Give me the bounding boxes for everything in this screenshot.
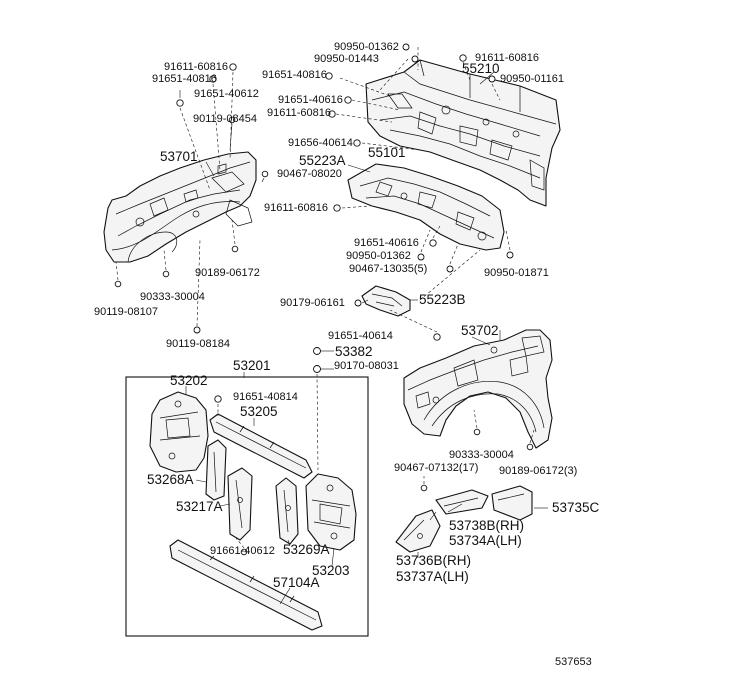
label-90950-01443: 90950-01443 (314, 53, 379, 65)
fasteners (114, 43, 534, 556)
fender-apron-left (103, 151, 257, 263)
label-91651-40612-a: 91651-40612 (194, 88, 259, 100)
label-53736B-rh: 53736B(RH) (396, 553, 472, 568)
label-91611-60816-a: 91611-60816 (164, 61, 229, 73)
label-91651-40816-b: 91651-40816 (262, 69, 327, 81)
label-90950-01362-a: 90950-01362 (334, 41, 399, 53)
label-90179-06161: 90179-06161 (280, 297, 345, 309)
bracket-53269A (275, 477, 299, 545)
label-53268A: 53268A (147, 472, 194, 487)
label-91651-40614: 91651-40614 (328, 330, 393, 342)
label-90119-08454: 90119-08454 (193, 113, 258, 125)
label-55210: 55210 (462, 61, 500, 76)
label-90189-06172-b: 90189-06172(3) (499, 465, 578, 477)
label-90950-01161: 90950-01161 (500, 73, 565, 85)
insulator-55223B (361, 285, 411, 317)
label-90467-13035: 90467-13035(5) (349, 263, 428, 275)
label-91651-40616-b: 91651-40616 (354, 237, 419, 249)
label-53202: 53202 (170, 373, 208, 388)
radiator-support-upper-bar (209, 413, 313, 479)
label-91611-60816-d: 91611-60816 (264, 202, 329, 214)
crossmember-57104A (169, 539, 323, 631)
bracket-53735C (491, 485, 533, 521)
label-90467-08020: 90467-08020 (277, 168, 342, 180)
label-55223A: 55223A (299, 153, 346, 168)
label-53201: 53201 (233, 358, 271, 373)
bracket-53268A (205, 439, 227, 501)
label-55223B: 55223B (419, 292, 466, 307)
label-53205: 53205 (240, 404, 278, 419)
label-90119-08184: 90119-08184 (166, 338, 231, 350)
label-91651-40814: 91651-40814 (233, 391, 298, 403)
label-55101: 55101 (368, 145, 406, 160)
bracket-53217A (227, 467, 253, 541)
label-90333-30004-a: 90333-30004 (140, 291, 205, 303)
label-91661-40612: 91661-40612 (210, 545, 275, 557)
bracket-53736B (395, 509, 441, 553)
label-90467-07132: 90467-07132(17) (394, 462, 479, 474)
label-90333-30004-b: 90333-30004 (449, 449, 514, 461)
label-53217A: 53217A (176, 499, 223, 514)
label-53203: 53203 (312, 563, 350, 578)
radiator-support-upper-left (149, 391, 209, 473)
label-57104A: 57104A (273, 575, 320, 590)
radiator-support-group-box (125, 376, 369, 637)
label-53734A-lh: 53734A(LH) (449, 533, 522, 548)
label-91611-60816-c: 91611-60816 (475, 52, 540, 64)
fender-apron-right (403, 329, 553, 449)
diagram-id: 537653 (555, 656, 592, 668)
label-90950-01362-b: 90950-01362 (346, 250, 411, 262)
label-53735C: 53735C (552, 500, 600, 515)
radiator-support-lower-right (305, 473, 357, 551)
label-91651-40816-a: 91651-40816 (152, 73, 217, 85)
label-53269A: 53269A (283, 542, 330, 557)
label-53701: 53701 (160, 149, 198, 164)
label-53702: 53702 (461, 323, 499, 338)
label-91651-40616-a: 91651-40616 (278, 94, 343, 106)
insulator-55223A (347, 163, 505, 251)
label-90950-01871: 90950-01871 (484, 267, 549, 279)
label-91611-60816-b: 91611-60816 (267, 107, 332, 119)
bracket-53738B (435, 489, 489, 515)
dash-panel-55101 (365, 59, 561, 207)
label-53737A-lh: 53737A(LH) (396, 569, 469, 584)
label-90170-08031: 90170-08031 (334, 360, 399, 372)
label-53382: 53382 (335, 344, 373, 359)
label-53738B-rh: 53738B(RH) (449, 518, 525, 533)
label-90189-06172-a: 90189-06172 (195, 267, 260, 279)
leader-lines (115, 47, 548, 605)
label-90119-08107: 90119-08107 (94, 306, 159, 318)
label-91656-40614: 91656-40614 (288, 137, 353, 149)
